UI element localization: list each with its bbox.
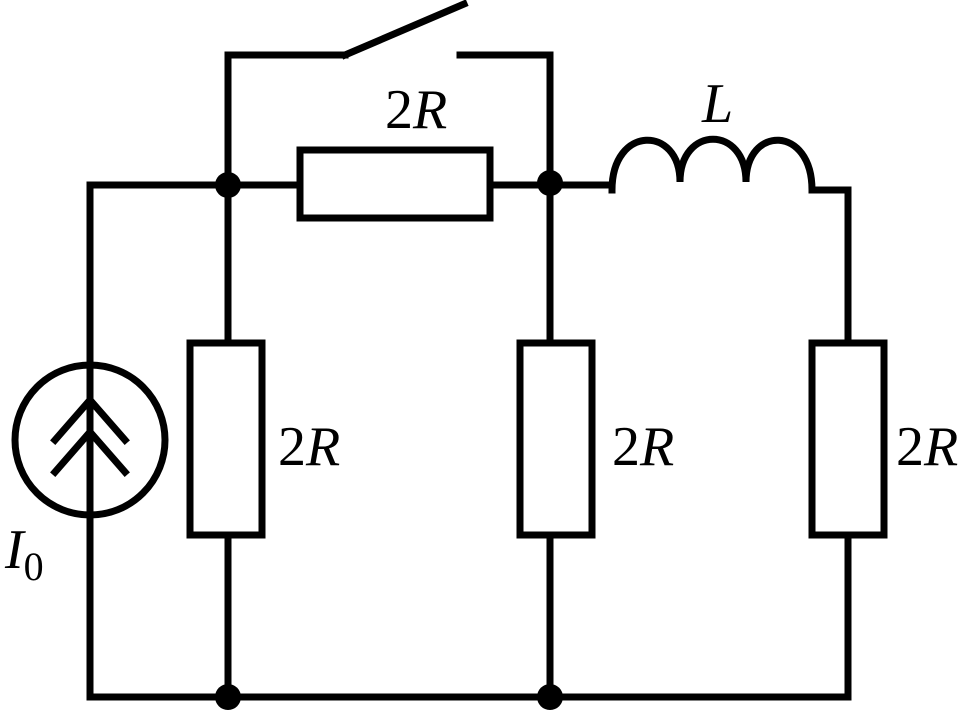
wire-switch-left [224,51,349,189]
wire-source-top [86,181,232,369]
junction-nodes [215,170,563,710]
resistor-middle [516,339,596,539]
label-current-source-sub: 0 [24,544,44,589]
label-resistor-left: 2R [278,416,340,478]
current-source [11,361,169,522]
label-resistor-right-sym: R [923,416,958,478]
inductor-coil [608,135,816,194]
label-current-source: I0 [4,519,44,589]
wire-inductor-to-right [808,186,852,347]
wires [86,51,852,701]
resistor-top [296,146,494,222]
label-resistor-top: 2R [385,79,447,141]
resistor-right [808,339,888,539]
wire-right-branch-bottom [546,531,852,701]
label-resistor-right-coef: 2 [896,416,924,478]
label-resistor-middle-coef: 2 [612,416,640,478]
current-source-arrow-lower-icon [50,426,130,477]
wire-switch-right [456,51,554,189]
label-resistor-left-sym: R [305,416,340,478]
wire-source-bottom [86,514,232,701]
label-resistor-top-sym: R [412,79,447,141]
label-resistor-top-coef: 2 [385,79,413,141]
node-top-left [215,172,241,198]
label-resistor-middle-sym: R [639,416,674,478]
label-resistor-middle: 2R [612,416,674,478]
resistor-left [186,339,266,539]
node-bottom-left [215,684,241,710]
label-current-source-sym: I [4,519,26,581]
label-resistor-left-coef: 2 [278,416,306,478]
label-resistor-right: 2R [896,416,958,478]
label-inductor: L [701,73,733,135]
node-bottom-middle [537,684,563,710]
current-source-arrow-upper-icon [50,394,130,445]
node-top-middle [537,170,563,196]
switch-blade [340,0,469,60]
